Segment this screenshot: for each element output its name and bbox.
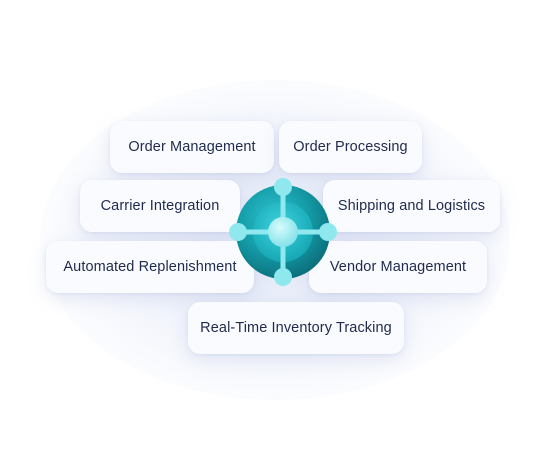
logo-node-left — [229, 223, 247, 241]
feature-chip-shipping-and-logistics: Shipping and Logistics — [323, 180, 500, 232]
feature-chip-automated-replenishment: Automated Replenishment — [46, 241, 254, 293]
feature-chip-carrier-integration: Carrier Integration — [80, 180, 240, 232]
logo-node-top — [274, 178, 292, 196]
feature-chip-real-time-inventory-tracking: Real-Time Inventory Tracking — [188, 302, 404, 354]
feature-chip-order-processing: Order Processing — [279, 121, 422, 173]
feature-chip-vendor-management: Vendor Management — [309, 241, 487, 293]
logo-node-bottom — [274, 268, 292, 286]
logo-node-right — [319, 223, 337, 241]
logo-core — [268, 217, 298, 247]
feature-chip-order-management: Order Management — [110, 121, 274, 173]
business-central-logo-icon — [229, 178, 337, 286]
